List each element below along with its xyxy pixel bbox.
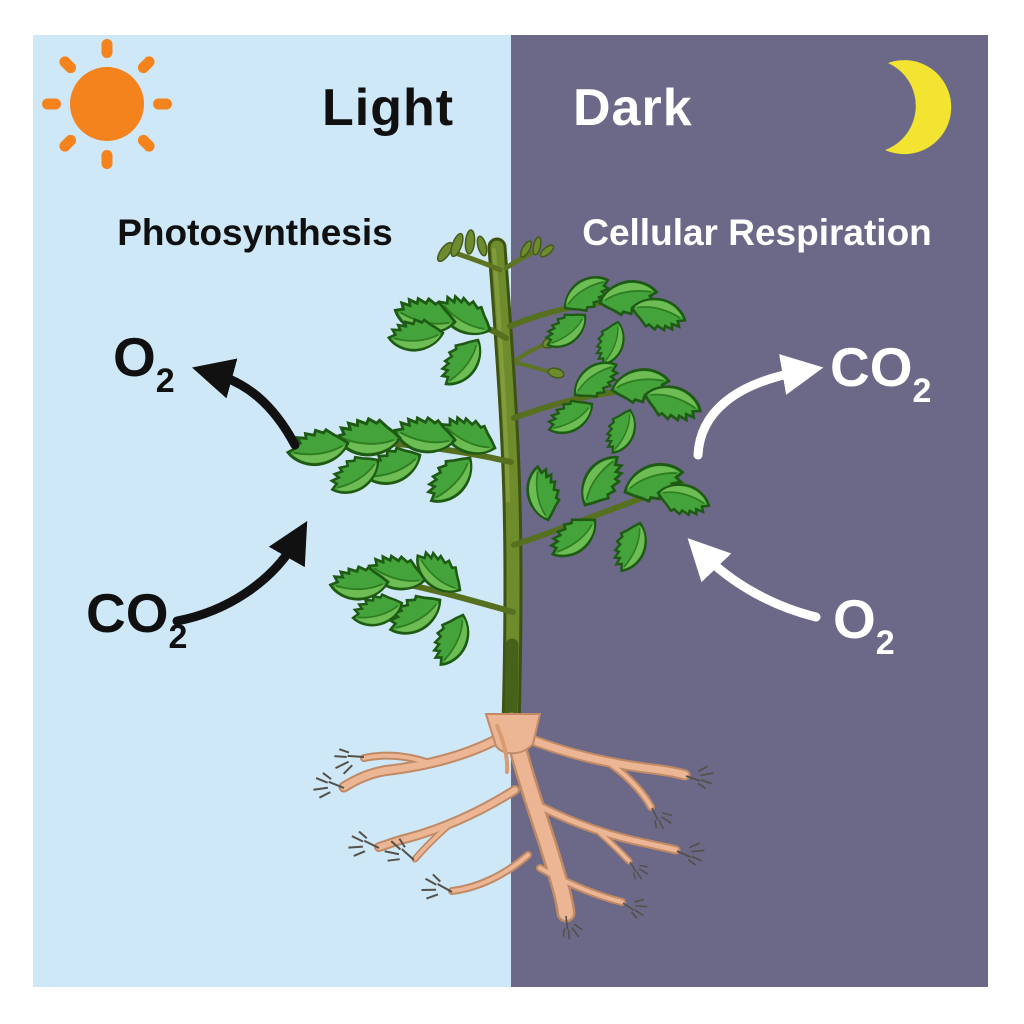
co2-absorbed-label: CO2 <box>86 586 188 656</box>
leaf-cluster-lower-right <box>511 447 714 578</box>
root-crown <box>484 713 542 755</box>
light-title: Light <box>322 79 455 137</box>
o2-release-arrow <box>192 358 300 450</box>
co2-release-arrow <box>693 354 824 460</box>
co2-formula: CO <box>86 582 169 644</box>
crescent-moon-icon <box>885 60 952 155</box>
leaf-cluster-lower-left <box>328 542 516 673</box>
leaf-cluster-mid-right <box>511 352 707 459</box>
co2-formula: CO <box>830 336 913 398</box>
co2-released-label: CO2 <box>830 340 932 410</box>
leaf-cluster-upper-right <box>507 267 690 370</box>
apex-shoots <box>436 229 555 273</box>
o2-intake-arrow <box>687 538 821 622</box>
o2-formula: O <box>833 588 876 650</box>
o2-absorbed-label: O2 <box>833 592 895 662</box>
o2-formula: O <box>113 326 156 388</box>
o2-subscript: 2 <box>155 362 175 400</box>
light-panel <box>33 35 511 987</box>
co2-subscript: 2 <box>912 372 932 410</box>
leaf-cluster-upper-left <box>386 285 509 394</box>
photosynthesis-label: Photosynthesis <box>117 212 393 253</box>
plant-roots <box>311 712 715 943</box>
co2-subscript: 2 <box>168 618 188 656</box>
dark-panel <box>511 35 988 987</box>
cellular-respiration-label: Cellular Respiration <box>582 212 932 253</box>
sun-icon <box>42 39 172 169</box>
co2-intake-arrow <box>172 521 308 626</box>
plant-illustration <box>283 229 715 943</box>
o2-subscript: 2 <box>875 624 895 662</box>
dark-title: Dark <box>573 79 693 137</box>
o2-released-label: O2 <box>113 330 175 400</box>
leaf-cluster-big-left <box>283 407 514 513</box>
plant-stem <box>487 237 523 736</box>
